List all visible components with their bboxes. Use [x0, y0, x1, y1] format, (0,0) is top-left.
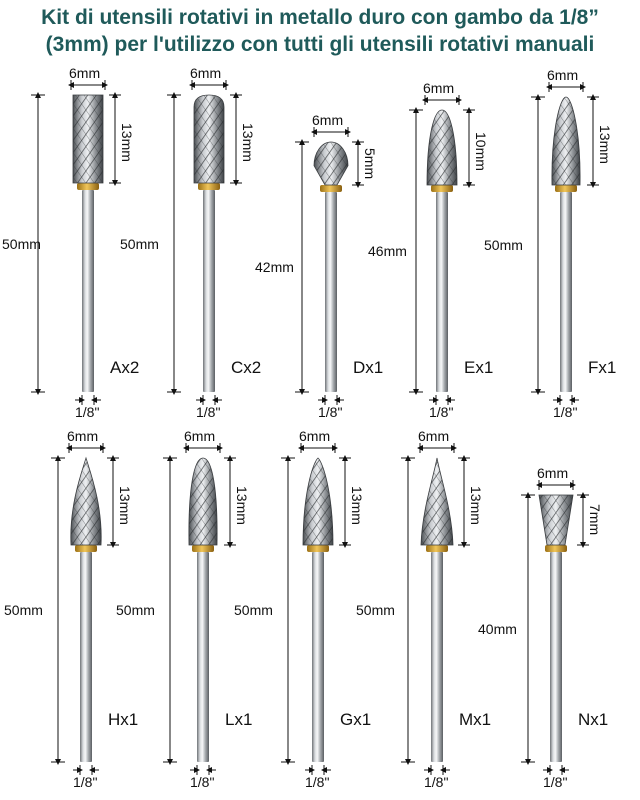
shank [197, 552, 209, 762]
shank-diameter-label: 1/8" [318, 404, 343, 420]
shank [436, 192, 448, 392]
gold-ring [320, 185, 342, 192]
head-width-label: 6mm [547, 67, 579, 83]
shank [431, 552, 443, 762]
head-length-label: 13mm [119, 123, 135, 162]
shank-diameter-label: 1/8" [424, 774, 449, 790]
shank-diameter-label: 1/8" [190, 774, 215, 790]
product-title: Kit di utensili rotativi in metallo duro… [0, 4, 640, 58]
total-length-label: 50mm [2, 235, 41, 252]
bit-code-label: Fx1 [588, 358, 617, 377]
bit-code-label: Lx1 [225, 710, 253, 729]
shank [80, 552, 92, 762]
total-length-label: 50mm [116, 602, 155, 618]
head-width-label: 6mm [418, 428, 450, 444]
bit-code-label: Cx2 [231, 358, 262, 377]
bit-code-label: Nx1 [578, 710, 609, 729]
shank [325, 192, 337, 392]
total-length-label: 50mm [484, 236, 523, 253]
total-length-label: 50mm [356, 602, 395, 618]
shank-diameter-label: 1/8" [305, 774, 330, 790]
burr-head-crosscut [72, 94, 104, 184]
burr-head-crosscut [420, 457, 454, 546]
shank [312, 552, 324, 762]
gold-ring [198, 183, 220, 190]
head-width-label: 6mm [190, 65, 222, 81]
bit-code-label: Ax2 [110, 358, 140, 377]
head-length-label: 13mm [597, 125, 613, 164]
burr-head-crosscut [193, 94, 225, 184]
bit-code-label: Hx1 [108, 710, 139, 729]
head-length-label: 10mm [473, 131, 489, 171]
head-length-label: 7mm [587, 504, 603, 536]
head-length-label: 13mm [349, 485, 365, 525]
burr-head-crosscut [188, 457, 218, 546]
total-length-label: 50mm [4, 602, 43, 618]
head-width-label: 6mm [184, 428, 216, 444]
head-width-label: 6mm [312, 112, 344, 128]
head-width-label: 6mm [423, 80, 455, 96]
total-length-label: 50mm [234, 602, 273, 618]
head-width-label: 6mm [537, 465, 569, 481]
gold-ring [555, 185, 577, 192]
shank-diameter-label: 1/8" [73, 774, 98, 790]
burr-head-crosscut [538, 494, 574, 546]
head-length-label: 13mm [240, 123, 256, 162]
shank-diameter-label: 1/8" [543, 774, 568, 790]
bit-code-label: Gx1 [340, 710, 372, 729]
shank-diameter-label: 1/8" [75, 404, 100, 420]
burr-head-crosscut [551, 96, 581, 186]
head-width-label: 6mm [69, 65, 101, 81]
head-length-label: 13mm [468, 485, 484, 525]
gold-ring [192, 545, 214, 552]
bit-code-label: Mx1 [459, 710, 492, 729]
shank [203, 190, 215, 392]
shank-diameter-label: 1/8" [553, 404, 578, 420]
head-length-label: 13mm [234, 485, 250, 525]
shank-diameter-label: 1/8" [196, 404, 221, 420]
bit-code-label: Ex1 [464, 358, 494, 377]
gold-ring [77, 183, 99, 190]
head-length-label: 13mm [117, 485, 133, 525]
gold-ring [431, 185, 453, 192]
shank [82, 190, 94, 392]
title-line-2: (3mm) per l'utilizzo con tutti gli utens… [45, 33, 595, 56]
shank-diameter-label: 1/8" [429, 404, 454, 420]
gold-ring [307, 545, 329, 552]
head-width-label: 6mm [67, 428, 99, 444]
shank [560, 192, 572, 392]
bit-code-label: Dx1 [353, 358, 384, 377]
total-length-label: 46mm [368, 243, 407, 259]
title-line-1: Kit di utensili rotativi in metallo duro… [41, 6, 599, 29]
burr-head-crosscut [426, 109, 458, 186]
gold-ring [426, 545, 448, 552]
total-length-label: 42mm [255, 259, 294, 275]
total-length-label: 40mm [478, 620, 517, 637]
burr-head-crosscut [313, 141, 349, 186]
shank [550, 552, 562, 762]
burr-head-crosscut [302, 457, 334, 546]
gold-ring [75, 545, 97, 552]
head-width-label: 6mm [299, 428, 331, 444]
head-length-label: 5mm [362, 147, 378, 179]
gold-ring [545, 545, 567, 552]
burr-head-crosscut [70, 456, 102, 546]
total-length-label: 50mm [120, 235, 159, 252]
